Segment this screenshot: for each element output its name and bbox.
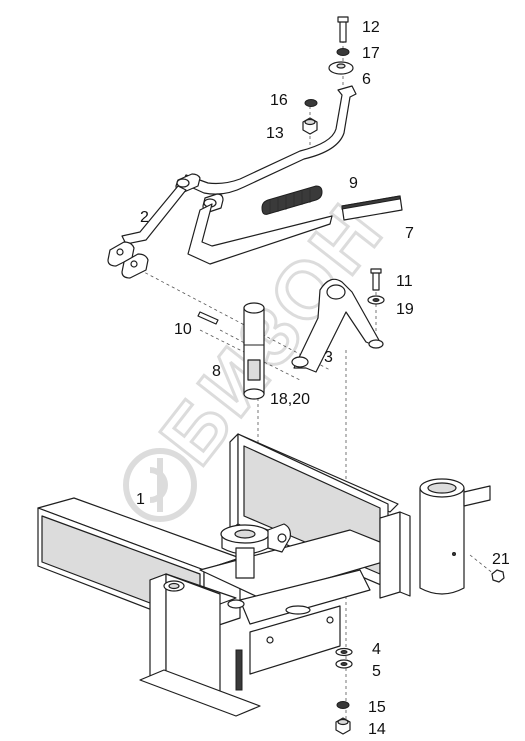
washer-part-17	[336, 48, 350, 56]
callout-4: 4	[372, 641, 381, 658]
callout-12: 12	[362, 19, 380, 36]
callout-8: 8	[212, 363, 221, 380]
callout-7: 7	[405, 225, 414, 242]
callout-16: 16	[270, 92, 288, 109]
nut-part-14	[335, 717, 351, 735]
frame-part-1	[37, 433, 491, 717]
nut-part-13	[302, 117, 318, 135]
callout-3: 3	[324, 349, 333, 366]
spring-part-9	[261, 185, 323, 215]
washer-part-4	[335, 647, 353, 657]
callout-5: 5	[372, 663, 381, 680]
callout-labels: 12 17 6 16 13 9 2 7 11 19 10 3 8 18,20 1…	[136, 19, 510, 738]
washer-part-15	[336, 701, 350, 709]
washer-part-5	[335, 659, 353, 669]
callout-10: 10	[174, 321, 192, 338]
callout-1: 1	[136, 491, 145, 508]
callout-21: 21	[492, 551, 510, 568]
callout-2: 2	[140, 209, 149, 226]
pin-part-10	[197, 311, 219, 325]
axle-part-8	[243, 302, 265, 400]
callout-11: 11	[396, 273, 413, 290]
pad-part-7	[341, 195, 403, 221]
callout-18-20: 18,20	[270, 391, 310, 408]
bolt-part-12	[337, 16, 349, 43]
washer-part-16	[304, 99, 318, 107]
washer-part-6	[328, 61, 354, 75]
lever-part-2	[107, 85, 357, 279]
callout-6: 6	[362, 71, 371, 88]
callout-19: 19	[396, 301, 414, 318]
callout-14: 14	[368, 721, 386, 738]
washer-part-19	[367, 295, 385, 305]
nut-part-21	[491, 569, 505, 583]
callout-13: 13	[266, 125, 284, 142]
callout-15: 15	[368, 699, 386, 716]
callout-17: 17	[362, 45, 380, 62]
bolt-part-11	[370, 268, 382, 291]
callout-9: 9	[349, 175, 358, 192]
bracket-part-3	[291, 278, 384, 373]
